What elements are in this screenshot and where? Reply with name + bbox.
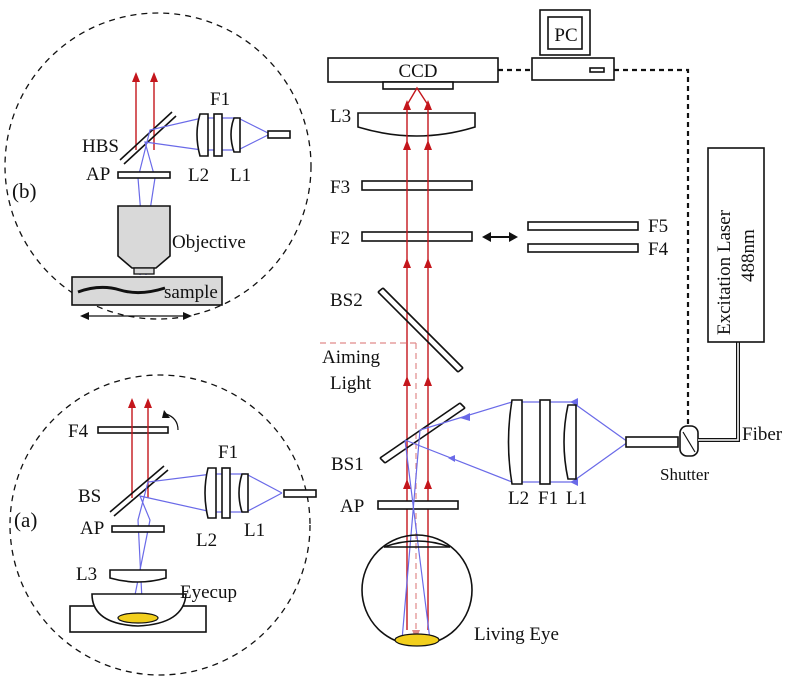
living-eye [361,534,473,647]
inset-a-beamsplitter [109,465,165,513]
inset-a-f1-label: F1 [218,442,238,463]
ccd-camera: CCD [327,57,499,90]
l3-label: L3 [330,106,351,127]
pc-shutter-cable [614,68,690,425]
inset-a-l1-label: L1 [244,520,265,541]
inset-b-hbs [119,111,173,161]
aiming-light-label-1: Aiming [322,347,381,368]
filter-f1-main [539,399,551,485]
shutter-label: Shutter [660,465,709,484]
pc-label: PC [554,25,577,46]
laser-wavelength-label: 488nm [738,229,759,282]
inset-a-filter-f1 [221,467,231,519]
filter-f5 [527,221,639,231]
inset-b-objective [117,205,171,269]
filter-swap-arrow [482,232,518,242]
inset-a-lens-l2 [204,467,217,519]
inset-a-eyecup-setup: (a) F4 BS F1 L2 L1 AP L3 [9,374,317,676]
ccd-window [382,81,454,90]
inset-a-lens-l3 [109,569,167,583]
inset-b-lens-l2 [196,113,209,157]
filter-f4 [527,243,639,253]
living-eye-label: Living Eye [474,624,559,645]
fiber-label: Fiber [742,424,783,445]
inset-a-aperture [111,525,165,533]
inset-b-hbs-label: HBS [82,136,119,157]
inset-b-lens-l1 [230,117,241,153]
f1-label: F1 [538,488,558,509]
f2-label: F2 [330,228,350,249]
l1-label: L1 [566,488,587,509]
excitation-laser-label: Excitation Laser [714,209,735,335]
bs2-label: BS2 [330,290,363,311]
aperture-ap [377,500,459,510]
inset-b-f1-label: F1 [210,89,230,110]
inset-b-objective-setup: (b) HBS F1 L2 L1 AP Objective sample [4,12,312,320]
f3-label: F3 [330,177,350,198]
inset-a-fiber [283,489,317,498]
inset-b-filter-f1 [213,113,223,157]
inset-b-objective-label: Objective [172,232,246,253]
ap-label: AP [340,496,364,517]
filter-f2 [361,231,473,242]
inset-b-sample-label: sample [164,282,218,303]
pc-computer: PC [531,9,615,81]
aiming-light-label-2: Light [330,373,372,394]
inset-b-l2-label: L2 [188,165,209,186]
inset-b-sample-tissue [77,285,166,295]
lens-l1-main [563,404,577,480]
ccd-label: CCD [398,61,437,82]
fiber-collimator [625,436,679,448]
inset-a-l2-label: L2 [196,530,217,551]
beamsplitter-bs1 [379,402,466,464]
inset-a-caption: (a) [14,508,37,532]
excitation-laser: Excitation Laser 488nm [707,147,765,343]
inset-b-fiber [267,130,291,139]
inset-a-f4-label: F4 [68,421,89,442]
inset-a-eyecup-label: Eyecup [180,582,237,603]
pc-drive-slot [589,67,605,73]
retina-spot [394,633,440,647]
inset-b-l1-label: L1 [230,165,251,186]
f5-label: F5 [648,216,668,237]
inset-a-filter-f4 [97,426,169,434]
f4-label: F4 [648,239,669,260]
inset-a-ap-label: AP [80,518,104,539]
inset-a-eyecup [91,593,187,627]
optical-fiber [698,342,740,442]
emission-beam-main [403,86,432,630]
inset-a-rotate-arrow [165,413,179,431]
inset-b-aperture [117,171,171,179]
beamsplitter-bs2 [377,291,459,373]
inset-a-bs-label: BS [78,486,101,507]
inset-a-retina [117,612,159,624]
bs1-label: BS1 [331,454,364,475]
inset-b-ap-label: AP [86,164,110,185]
lens-l2-main [507,399,523,485]
pc-monitor-screen [547,16,583,50]
inset-a-l3-label: L3 [76,564,97,585]
filter-f3 [361,180,473,191]
inset-a-lens-l1 [238,473,249,513]
l2-label: L2 [508,488,529,509]
shutter [679,425,699,457]
lens-l3: L3 [330,106,476,137]
inset-b-caption: (b) [12,179,37,203]
